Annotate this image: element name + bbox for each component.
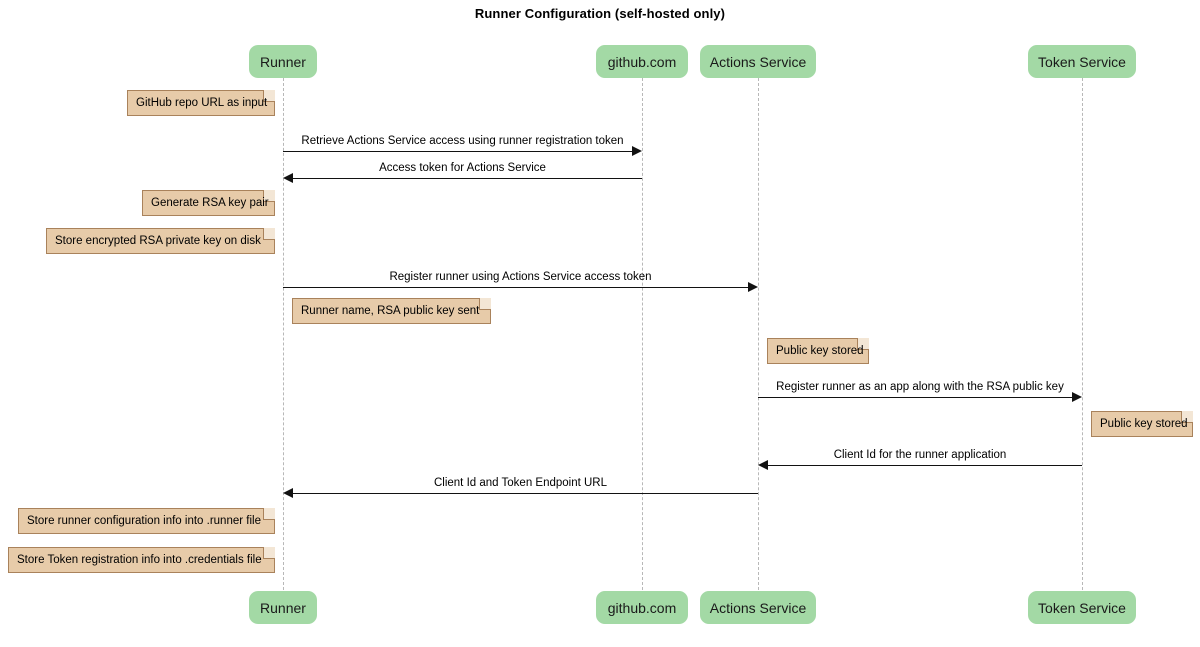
arrowhead-m5 — [758, 460, 768, 470]
participant-runner-top[interactable]: Runner — [249, 45, 317, 78]
note-public-key-stored-token: Public key stored — [1091, 411, 1193, 437]
note-github-repo-url: GitHub repo URL as input — [127, 90, 275, 116]
message-line-m3 — [283, 287, 748, 288]
note-runner-name-public-key: Runner name, RSA public key sent — [292, 298, 491, 324]
lifeline-runner — [283, 78, 284, 590]
message-line-m5 — [768, 465, 1082, 466]
participant-github-bottom[interactable]: github.com — [596, 591, 688, 624]
note-generate-rsa-key-pair: Generate RSA key pair — [142, 190, 275, 216]
message-line-m6 — [293, 493, 758, 494]
page-title: Runner Configuration (self-hosted only) — [474, 6, 726, 21]
note-fold-icon — [479, 298, 491, 310]
participant-github-top[interactable]: github.com — [596, 45, 688, 78]
note-fold-icon — [263, 508, 275, 520]
message-label-m6: Client Id and Token Endpoint URL — [433, 477, 608, 489]
message-line-m4 — [758, 397, 1072, 398]
participant-actions-bottom[interactable]: Actions Service — [700, 591, 816, 624]
arrowhead-m3 — [748, 282, 758, 292]
lifeline-actions — [758, 78, 759, 590]
note-public-key-stored-actions: Public key stored — [767, 338, 869, 364]
lifeline-token — [1082, 78, 1083, 590]
arrowhead-m1 — [632, 146, 642, 156]
note-store-token-registration: Store Token registration info into .cred… — [8, 547, 275, 573]
lifeline-github — [642, 78, 643, 590]
message-label-m5: Client Id for the runner application — [833, 449, 1007, 461]
participant-runner-bottom[interactable]: Runner — [249, 591, 317, 624]
note-fold-icon — [1181, 411, 1193, 423]
message-label-m4: Register runner as an app along with the… — [776, 381, 1064, 393]
note-fold-icon — [263, 547, 275, 559]
arrowhead-m2 — [283, 173, 293, 183]
message-line-m2 — [293, 178, 642, 179]
participant-token-bottom[interactable]: Token Service — [1028, 591, 1136, 624]
message-label-m3: Register runner using Actions Service ac… — [389, 271, 652, 283]
message-label-m1: Retrieve Actions Service access using ru… — [301, 135, 624, 147]
note-store-encrypted-private-key: Store encrypted RSA private key on disk — [46, 228, 275, 254]
arrowhead-m6 — [283, 488, 293, 498]
arrowhead-m4 — [1072, 392, 1082, 402]
message-line-m1 — [283, 151, 632, 152]
note-fold-icon — [857, 338, 869, 350]
participant-actions-top[interactable]: Actions Service — [700, 45, 816, 78]
note-store-runner-config: Store runner configuration info into .ru… — [18, 508, 275, 534]
note-fold-icon — [263, 228, 275, 240]
note-fold-icon — [263, 90, 275, 102]
participant-token-top[interactable]: Token Service — [1028, 45, 1136, 78]
note-fold-icon — [263, 190, 275, 202]
message-label-m2: Access token for Actions Service — [379, 162, 546, 174]
